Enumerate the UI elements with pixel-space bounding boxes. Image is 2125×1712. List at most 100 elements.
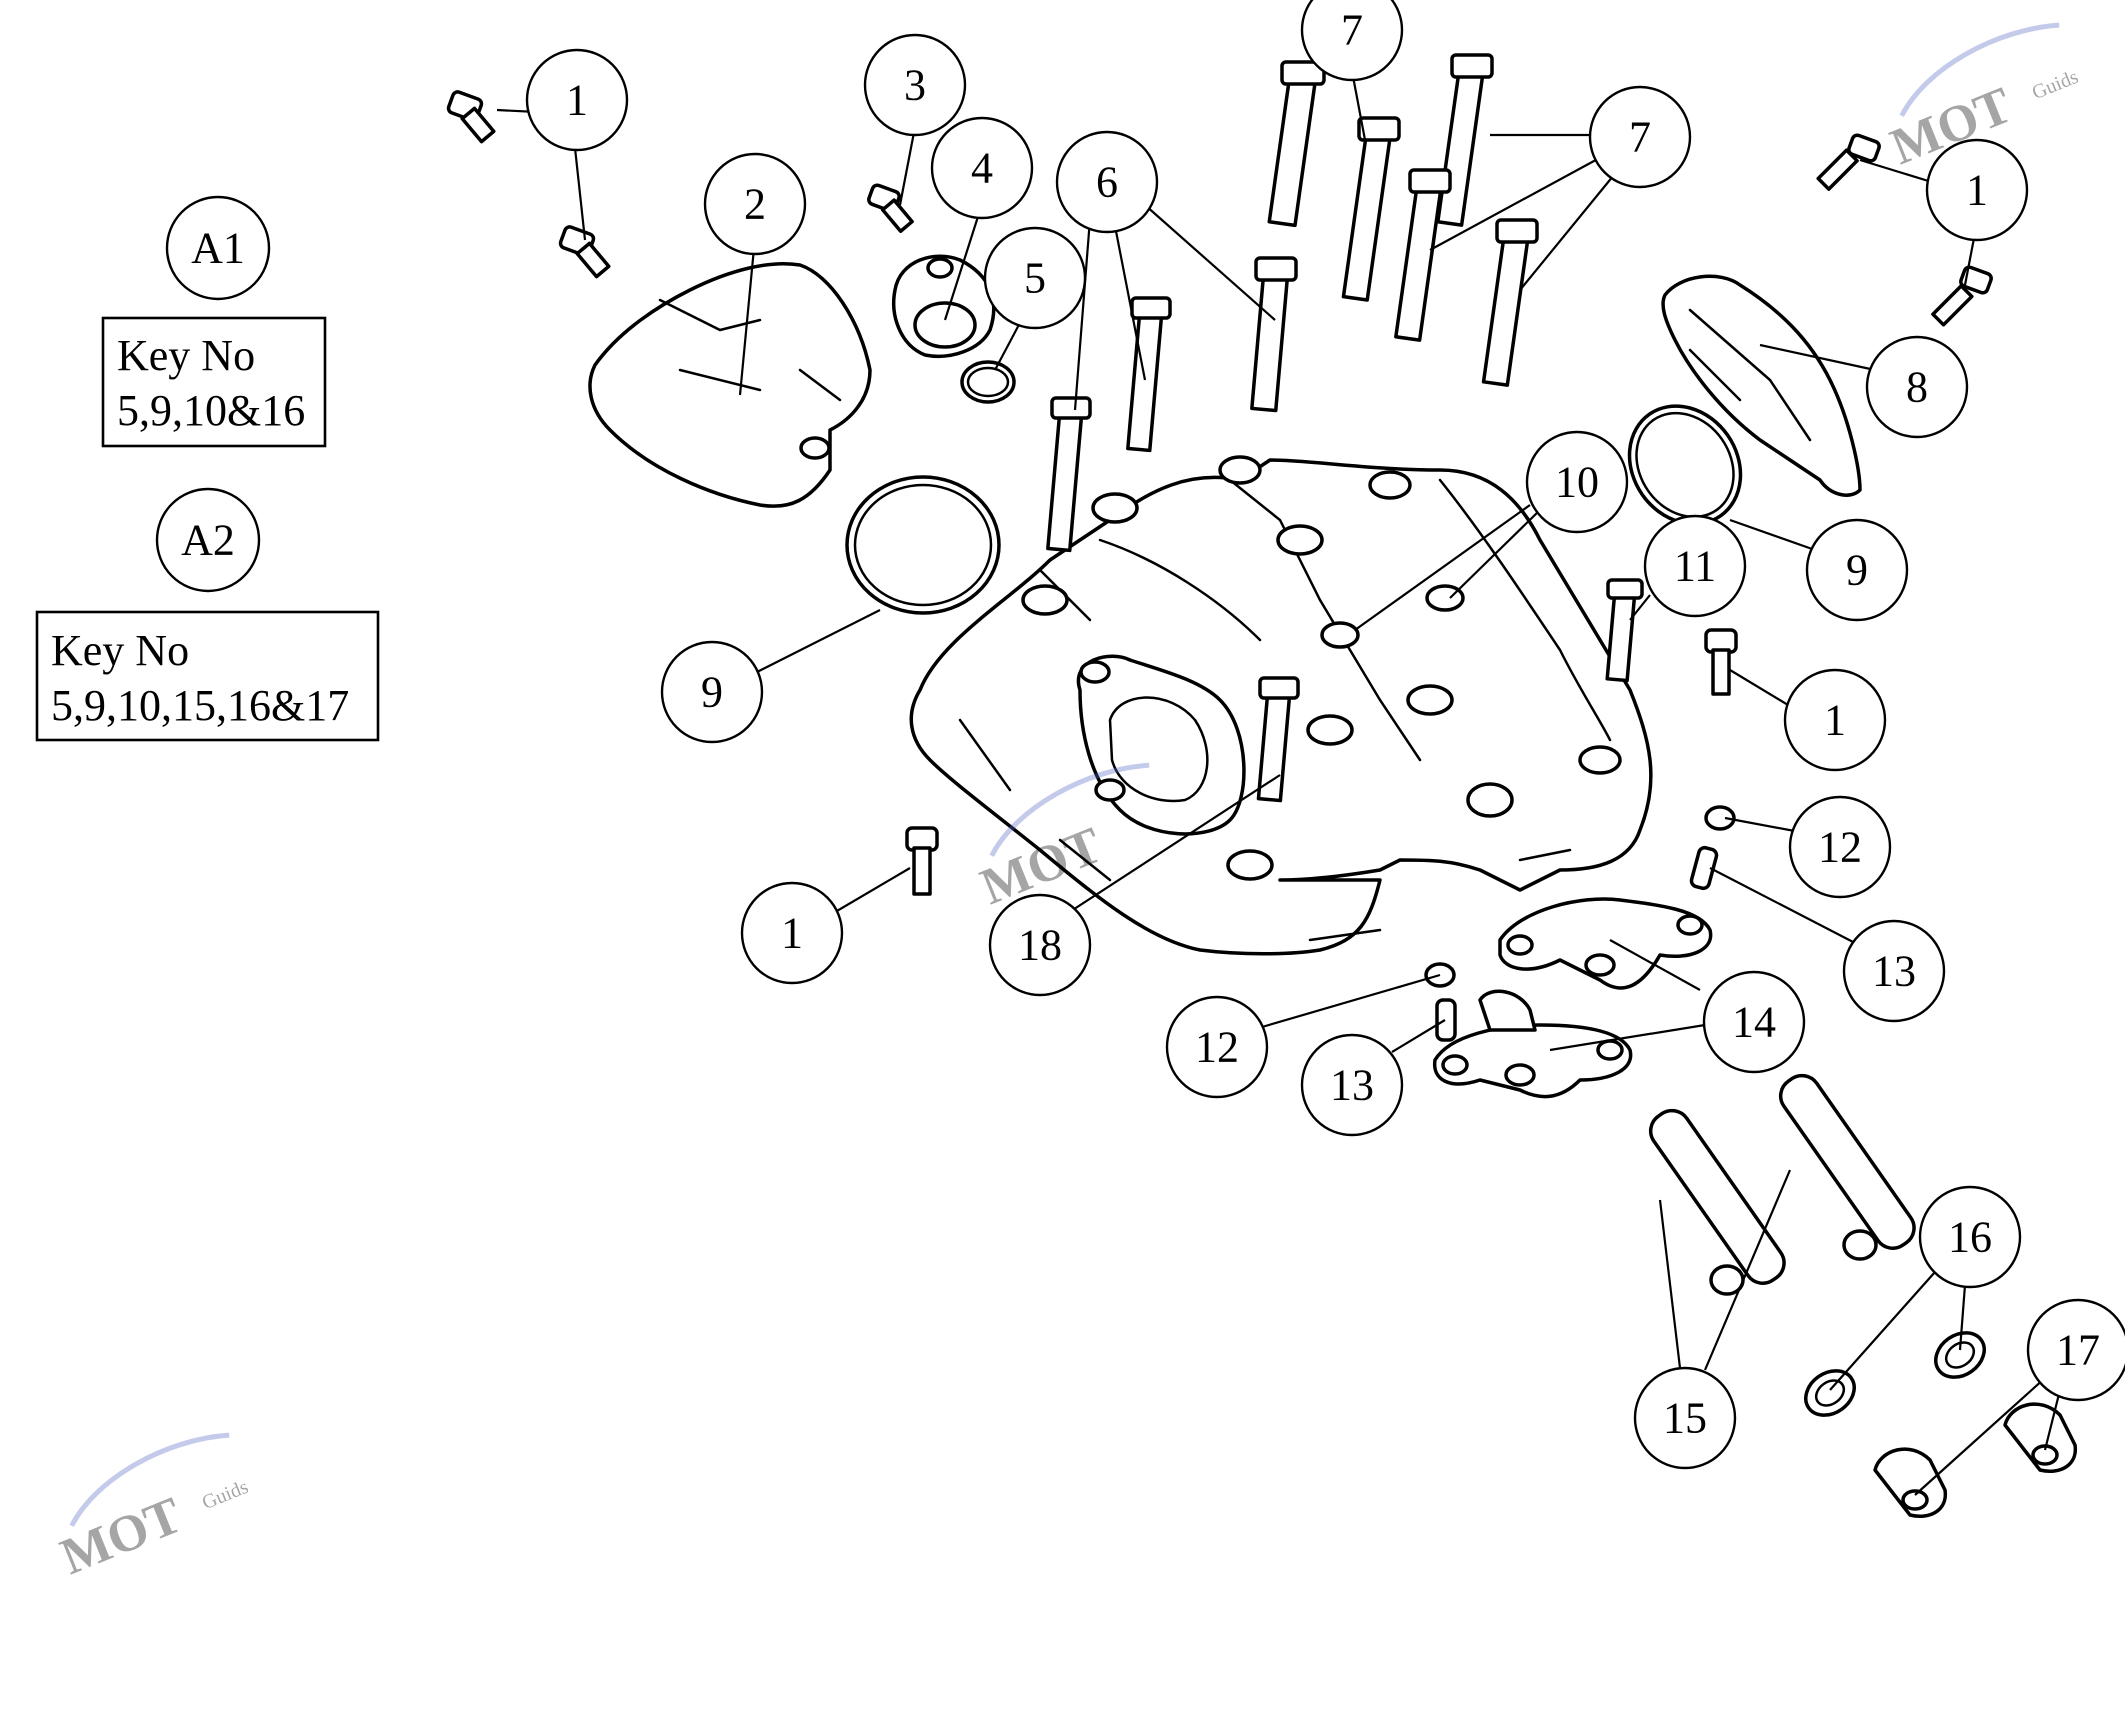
- shaft-part-15-right: [1778, 1073, 1916, 1261]
- screw-part-3: [867, 183, 914, 233]
- gasket-part-9-right-inner: [1635, 411, 1735, 519]
- watermark-sub-2: Guids: [2029, 66, 2082, 104]
- cap-part-17-left: [1873, 1447, 1947, 1518]
- bolt-part-6-3: [1046, 396, 1092, 553]
- screw-part-1-d: [1931, 265, 1993, 327]
- callout-number: 1: [781, 909, 803, 958]
- callout-c1d: 1: [740, 881, 844, 985]
- screw-part-1-e: [1704, 628, 1738, 696]
- legend-a2-line2: 5,9,10,15,16&17: [51, 681, 349, 730]
- gasket-part-9-right: [1627, 404, 1743, 526]
- bolt-part-6-1: [1250, 256, 1298, 413]
- callout-number: 7: [1629, 113, 1651, 162]
- legend-a1-line1: Key No: [117, 331, 255, 380]
- callout-c13b: 13: [1300, 1033, 1404, 1137]
- legend-a1: A1 Key No 5,9,10&16: [101, 195, 327, 448]
- bolt-part-7-2: [1341, 116, 1401, 302]
- callout-circle: [1805, 518, 1909, 622]
- callout-number: 5: [1024, 254, 1046, 303]
- callout-c12b: 12: [1165, 995, 1269, 1099]
- bolt-part-18: [1256, 676, 1300, 803]
- callout-c9a: 9: [660, 640, 764, 744]
- callout-circle: [1925, 138, 2029, 242]
- boss-2: [1218, 455, 1262, 485]
- callout-c17: 17: [2026, 1298, 2125, 1402]
- callout-circle: [1165, 995, 1269, 1099]
- boss-6: [1320, 621, 1360, 649]
- screw-part-1-a: [446, 90, 496, 144]
- cover-part-8: [1661, 274, 1862, 497]
- callout-c12a: 12: [1788, 795, 1892, 899]
- boss-10: [1578, 745, 1622, 775]
- bolt-part-7-5: [1481, 218, 1539, 387]
- callout-c5: 5: [983, 226, 1087, 330]
- legend-a2-box: [35, 610, 380, 742]
- callout-circle: [863, 33, 967, 137]
- gasket-part-9-left: [845, 475, 1001, 615]
- callout-circle: [1788, 795, 1892, 899]
- callout-circle: [1865, 335, 1969, 439]
- callout-circle: [1525, 430, 1629, 534]
- callout-c14: 14: [1702, 970, 1806, 1074]
- callout-circle: [930, 116, 1034, 220]
- shaft-part-15-left: [1648, 1108, 1786, 1296]
- callout-number: 9: [1846, 546, 1868, 595]
- callout-circle: [1300, 1033, 1404, 1137]
- screw-part-1-c: [1816, 133, 1881, 191]
- callout-number: 9: [701, 668, 723, 717]
- seal-part-16-right: [1934, 1331, 1986, 1379]
- callout-c7a: 7: [1300, 0, 1404, 82]
- callout-circle: [703, 152, 807, 256]
- callout-circle: [983, 226, 1087, 330]
- callout-number: 18: [1018, 921, 1062, 970]
- boss-8: [1406, 684, 1454, 716]
- callout-c8: 8: [1865, 335, 1969, 439]
- callout-c3: 3: [863, 33, 967, 137]
- legend-a1-box: [101, 316, 327, 448]
- bolt-part-7-3: [1436, 53, 1494, 227]
- callout-circle: [1643, 514, 1747, 618]
- callout-number: 12: [1818, 823, 1862, 872]
- callout-circle: [1842, 919, 1946, 1023]
- callout-c4: 4: [930, 116, 1034, 220]
- bolt-part-11: [1605, 578, 1644, 683]
- callout-number: 8: [1906, 363, 1928, 412]
- callout-circle: [740, 881, 844, 985]
- watermark-bottom-left: MOT Guids: [53, 1432, 252, 1586]
- rocker-arm-part-14-upper: [1498, 897, 1713, 990]
- callout-number: 15: [1663, 1394, 1707, 1443]
- legend-a1-line2: 5,9,10&16: [117, 386, 305, 435]
- seal-part-16-left: [1804, 1369, 1856, 1417]
- boss-12: [1226, 849, 1274, 881]
- callout-c16: 16: [1918, 1185, 2022, 1289]
- boss-11: [1466, 782, 1514, 818]
- callout-number: 1: [566, 76, 588, 125]
- o-ring-part-5-inner: [966, 366, 1010, 398]
- legend-a1-id: A1: [191, 224, 245, 273]
- cover-part-2: [588, 261, 872, 508]
- port-stud-hole-1: [1079, 660, 1111, 684]
- callout-number: 17: [2056, 1326, 2100, 1375]
- callout-circle: [1702, 970, 1806, 1074]
- watermark-sub: Guids: [199, 1476, 252, 1514]
- callout-circle: [525, 48, 629, 152]
- callout-number: 13: [1872, 947, 1916, 996]
- housing-part-4: [892, 254, 996, 358]
- bolt-part-7-4: [1394, 168, 1452, 342]
- screw-part-13-upper: [1689, 845, 1719, 891]
- callout-c1a: 1: [525, 48, 629, 152]
- callout-c7b: 7: [1588, 85, 1692, 189]
- callout-circle: [988, 893, 1092, 997]
- port-stud-hole-2: [1094, 778, 1126, 802]
- rocker-arm-part-14-lower: [1433, 989, 1633, 1099]
- cap-part-17-right: [2003, 1402, 2077, 1473]
- callout-number: 4: [971, 144, 993, 193]
- boss-4: [1021, 584, 1069, 616]
- callout-circle: [1300, 0, 1404, 82]
- callout-number: 1: [1966, 166, 1988, 215]
- watermark-brand: MOT: [53, 1487, 190, 1586]
- callout-c1c: 1: [1783, 668, 1887, 772]
- bolt-part-7-1: [1267, 60, 1326, 228]
